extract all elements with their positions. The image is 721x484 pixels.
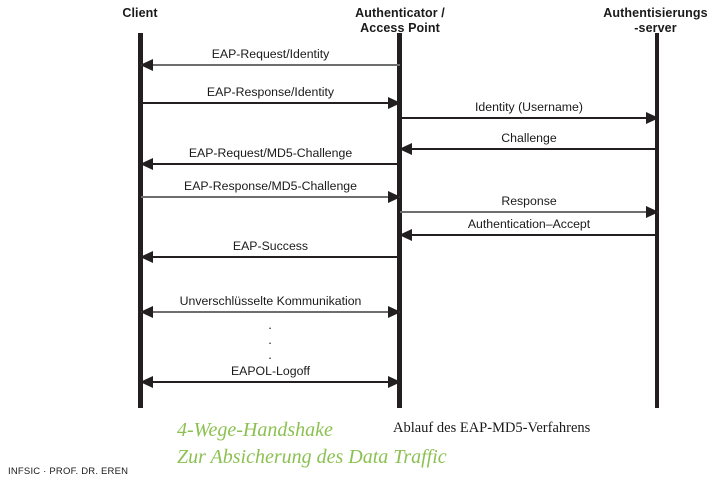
arrowhead-left-icon	[140, 157, 153, 170]
arrow-shaft	[141, 163, 400, 165]
actor-label-authenticator-line1: Authenticator /	[355, 6, 445, 20]
lifeline-client	[138, 33, 143, 408]
message-label: EAP-Response/MD5-Challenge	[184, 179, 357, 193]
arrow-shaft	[400, 148, 658, 150]
actor-header-auth-server: Authentisierungs -server	[588, 6, 721, 36]
message-label: EAP-Request/Identity	[211, 47, 330, 61]
arrow-shaft	[400, 117, 658, 119]
actor-label-client-line1: Client	[122, 6, 158, 20]
arrowhead-left-icon	[140, 305, 153, 318]
message-label: Response	[501, 194, 557, 208]
arrow-shaft	[400, 211, 658, 213]
arrowhead-left-icon	[140, 375, 153, 388]
caption-diagram-title: Ablauf des EAP-MD5-Verfahrens	[393, 420, 591, 436]
arrow-shaft	[400, 234, 658, 236]
lifeline-authenticator	[397, 33, 402, 408]
arrowhead-left-icon	[399, 228, 412, 241]
caption-green-line1: 4-Wege-Handshake	[177, 419, 333, 441]
message-label: EAP-Request/MD5-Challenge	[188, 146, 353, 160]
arrowhead-right-icon	[388, 305, 401, 318]
arrow-shaft	[141, 256, 400, 258]
arrowhead-right-icon	[388, 375, 401, 388]
message-label: Authentication–Accept	[467, 217, 591, 231]
actor-label-auth-server-line1: Authentisierungs	[603, 6, 708, 20]
actor-header-client: Client	[80, 6, 200, 21]
message-label: EAP-Response/Identity	[206, 85, 335, 99]
arrowhead-right-icon	[646, 205, 659, 218]
actor-label-authenticator-line2: Access Point	[360, 21, 440, 35]
arrow-shaft	[141, 311, 400, 313]
arrowhead-right-icon	[388, 96, 401, 109]
actor-label-auth-server-line2: -server	[634, 21, 677, 35]
lifeline-auth-server	[655, 33, 659, 408]
message-label: EAP-Success	[232, 239, 309, 253]
footer-credit: INFSIC · PROF. DR. EREN	[8, 466, 129, 477]
actor-header-authenticator: Authenticator / Access Point	[340, 6, 460, 36]
caption-green-line2: Zur Absicherung des Data Traffic	[177, 446, 447, 468]
continuation-dot: ·	[267, 320, 273, 335]
message-label: Unverschlüsselte Kommunikation	[179, 294, 362, 308]
arrow-shaft	[141, 381, 400, 383]
message-label: EAPOL-Logoff	[230, 364, 311, 378]
arrowhead-right-icon	[646, 111, 659, 124]
arrowhead-left-icon	[399, 142, 412, 155]
continuation-dot: ·	[267, 335, 273, 350]
arrow-shaft	[141, 196, 400, 198]
arrow-shaft	[141, 64, 400, 66]
continuation-dots: · · ·	[230, 320, 310, 365]
message-label: Identity (Username)	[475, 100, 583, 114]
arrow-shaft	[141, 102, 400, 104]
continuation-dot: ·	[267, 350, 273, 365]
arrowhead-left-icon	[140, 58, 153, 71]
arrowhead-right-icon	[388, 190, 401, 203]
arrowhead-left-icon	[140, 250, 153, 263]
message-label: Challenge	[501, 131, 557, 145]
